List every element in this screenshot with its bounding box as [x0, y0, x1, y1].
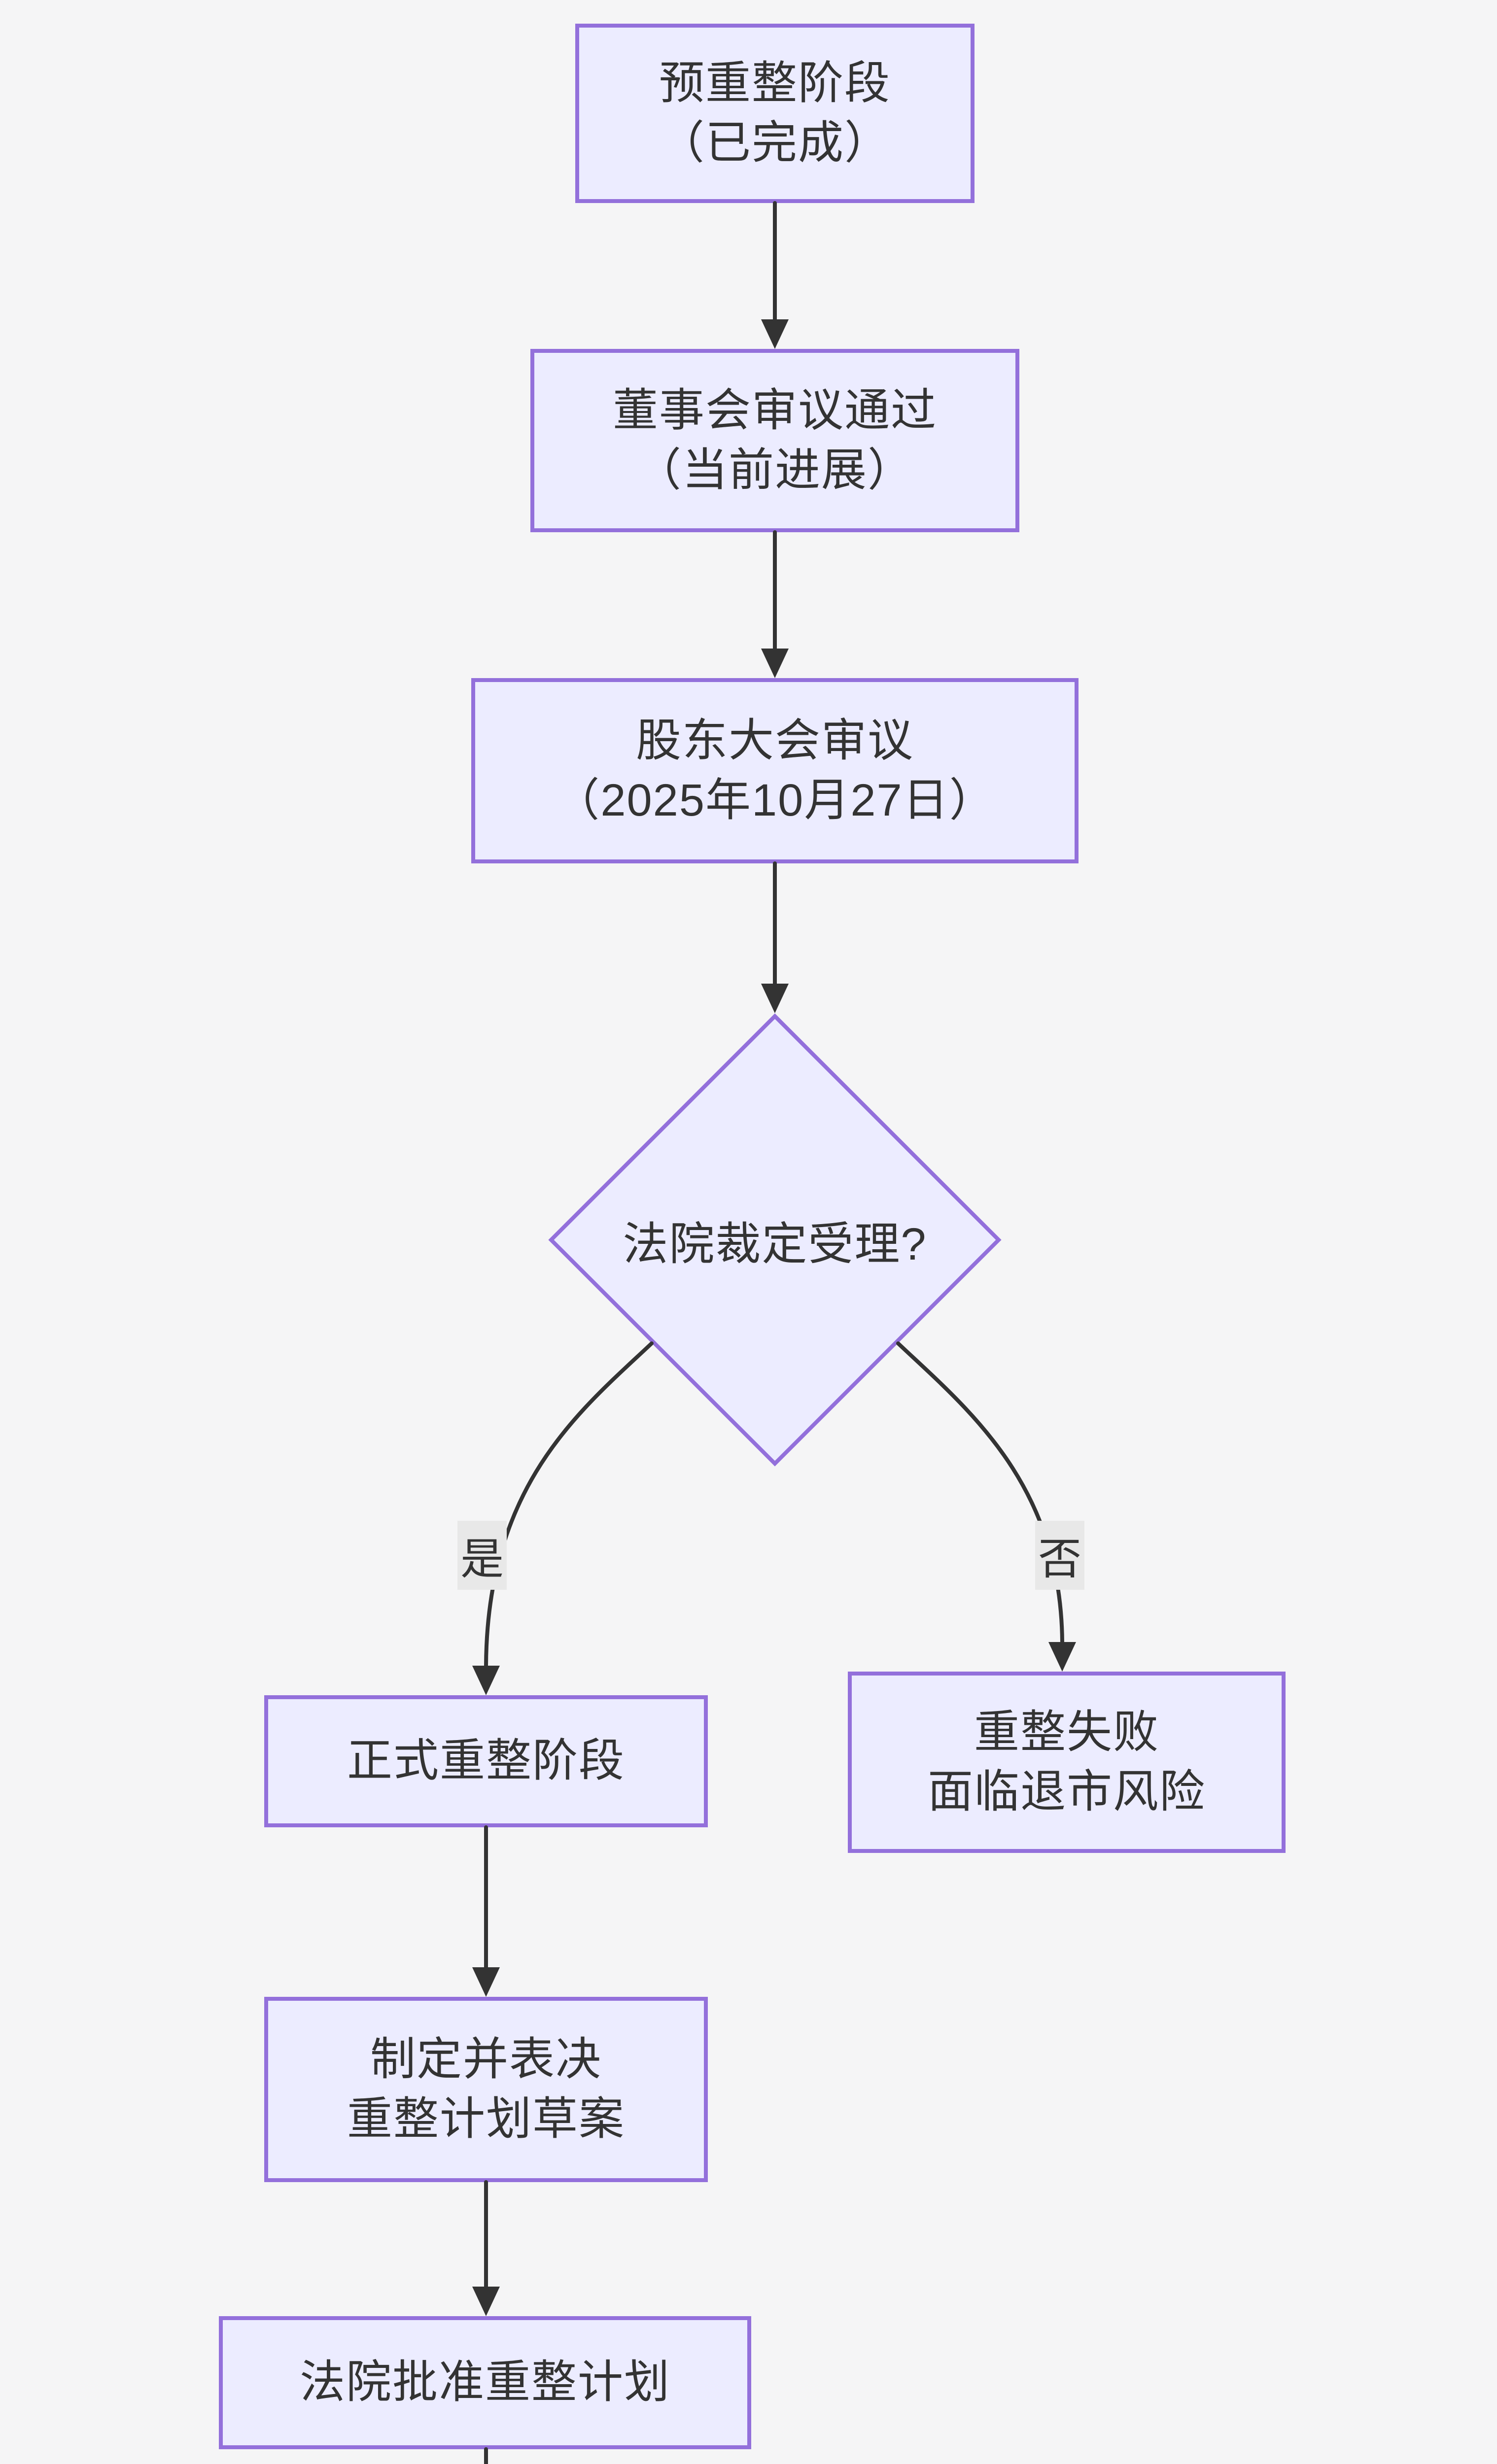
- edge-label-yes: 是: [457, 1521, 507, 1590]
- arrowhead-icon: [1048, 1642, 1076, 1672]
- edge-decision-no: [896, 1341, 1064, 1644]
- node-draft-plan-vote: 制定并表决 重整计划草案: [264, 1997, 708, 2182]
- arrowhead-icon: [472, 2287, 500, 2316]
- decision-court-acceptance: 法院裁定受理?: [553, 1191, 997, 1289]
- arrowhead-icon: [761, 984, 789, 1013]
- node-formal-restructuring-label: 正式重整阶段: [347, 1736, 625, 1786]
- node-court-approve-plan-label: 法院批准重整计划: [299, 2357, 670, 2408]
- arrowhead-icon: [761, 649, 789, 678]
- arrowhead-icon: [761, 319, 789, 349]
- arrowhead-icon: [472, 1967, 500, 1997]
- node-board-approval-label: 董事会审议通过 （当前进展）: [612, 385, 937, 495]
- node-pre-restructuring-label: 预重整阶段 （已完成）: [659, 58, 891, 168]
- arrowhead-icon: [472, 1666, 500, 1695]
- edge-label-no: 否: [1035, 1521, 1084, 1590]
- node-restructuring-failure-label: 重整失败 面临退市风险: [927, 1707, 1206, 1817]
- decision-court-acceptance-label: 法院裁定受理?: [623, 1219, 927, 1269]
- node-restructuring-failure: 重整失败 面临退市风险: [848, 1672, 1286, 1853]
- node-court-approve-plan: 法院批准重整计划: [219, 2316, 751, 2449]
- node-formal-restructuring: 正式重整阶段: [264, 1695, 708, 1827]
- edge-decision-yes: [484, 1341, 654, 1668]
- node-shareholder-meeting: 股东大会审议 （2025年10月27日）: [471, 678, 1079, 863]
- node-shareholder-meeting-label: 股东大会审议 （2025年10月27日）: [554, 715, 996, 825]
- node-board-approval: 董事会审议通过 （当前进展）: [530, 349, 1019, 532]
- node-draft-plan-vote-label: 制定并表决 重整计划草案: [347, 2034, 625, 2144]
- node-pre-restructuring: 预重整阶段 （已完成）: [575, 24, 975, 203]
